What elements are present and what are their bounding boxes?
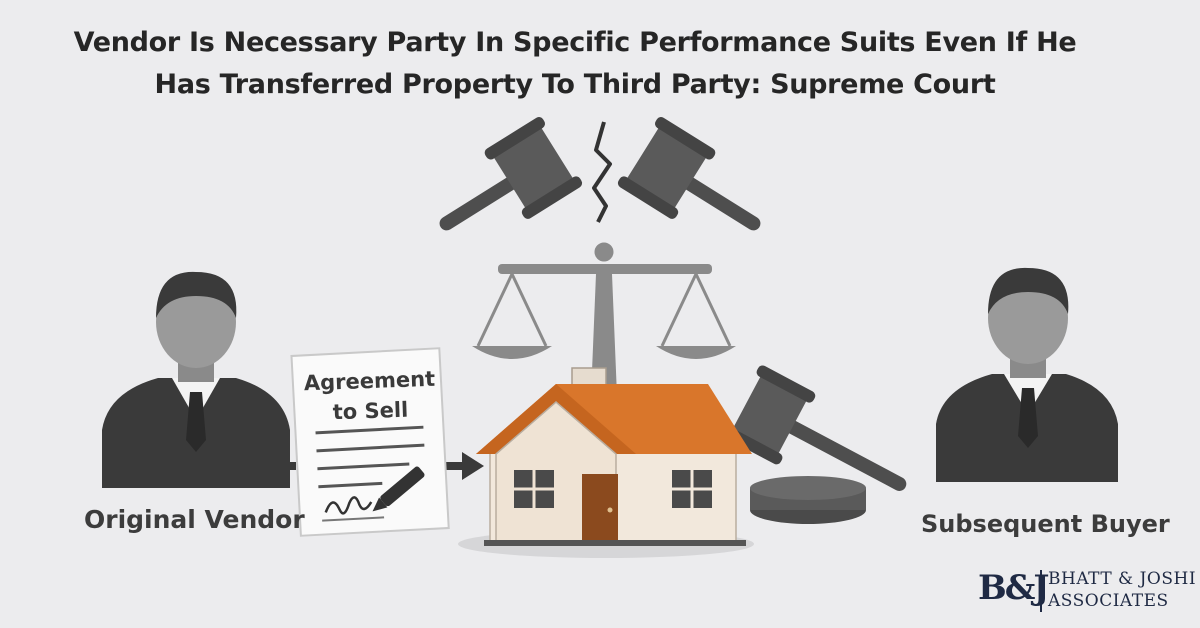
person-icon	[102, 271, 290, 488]
brand-logo: B&J BHATT & JOSHI ASSOCIATES	[978, 566, 1196, 616]
person-icon	[936, 267, 1118, 482]
document-title-line-2: to Sell	[332, 397, 409, 425]
house-icon	[458, 367, 754, 558]
title-line-2: Has Transferred Property To Third Party:…	[154, 69, 996, 100]
logo-divider	[1040, 570, 1042, 612]
subsequent-buyer-label: Subsequent Buyer	[921, 510, 1170, 538]
broken-gavels-icon	[439, 117, 761, 231]
logo-line-1: BHATT & JOSHI	[1048, 569, 1197, 589]
logo-line-2: ASSOCIATES	[1048, 591, 1169, 611]
title-line-1: Vendor Is Necessary Party In Specific Pe…	[73, 27, 1077, 58]
gavel-icon	[723, 365, 907, 524]
page-title: Vendor Is Necessary Party In Specific Pe…	[0, 22, 1150, 106]
pen-icon	[372, 466, 425, 512]
logo-mark: B&J	[978, 568, 1050, 608]
scales-of-justice-icon	[472, 242, 736, 420]
document-title: Agreement to Sell	[299, 364, 441, 429]
arrow-icon	[258, 452, 484, 480]
original-vendor-label: Original Vendor	[84, 505, 305, 534]
document-title-line-1: Agreement	[303, 366, 436, 396]
